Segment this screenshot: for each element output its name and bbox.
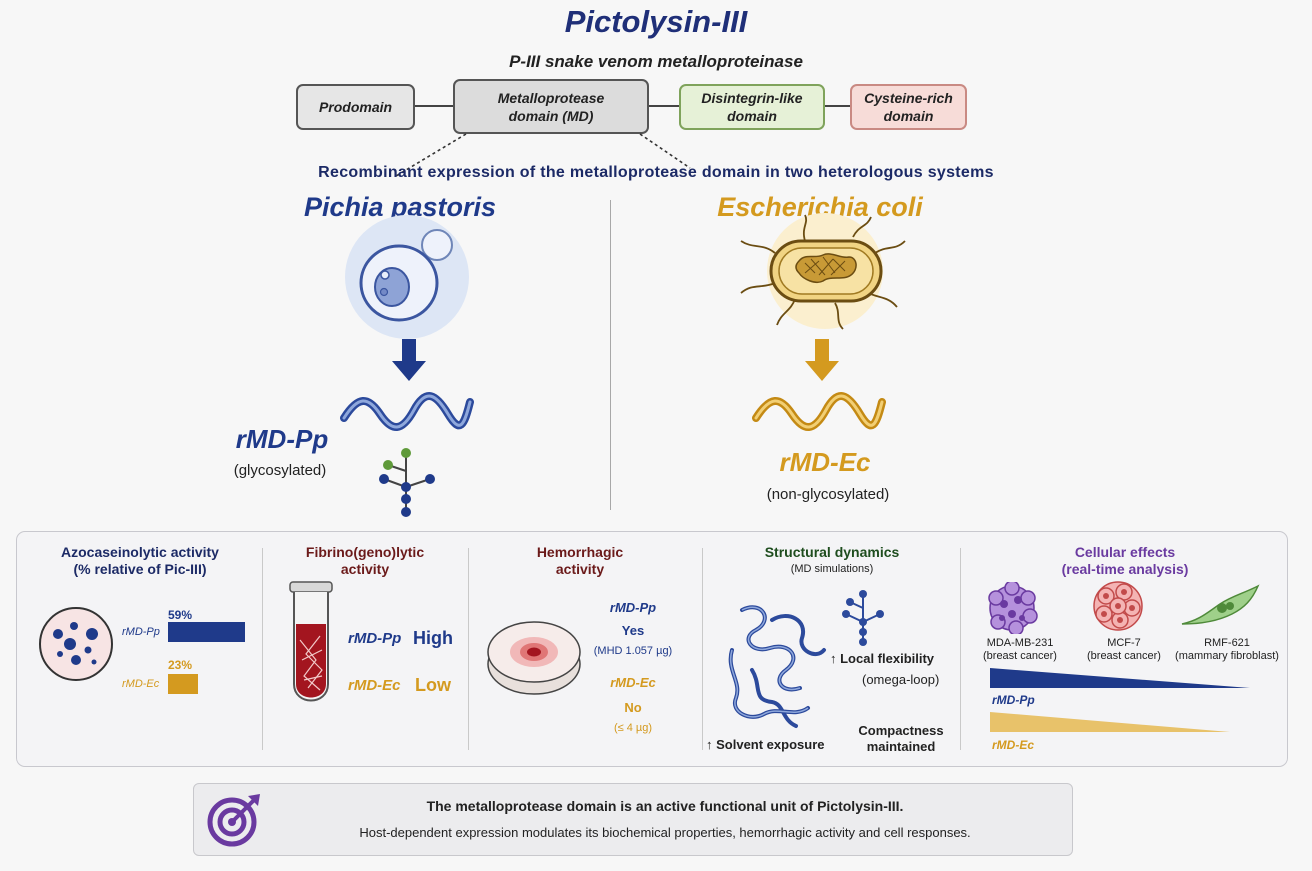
pichia-arrow-icon — [392, 339, 426, 381]
panel-divider — [702, 548, 703, 750]
skin-sample-icon — [487, 621, 581, 695]
cellular-title-line1: Cellular effects — [1074, 544, 1176, 560]
structural-omega-loop: (omega-loop) — [862, 672, 940, 687]
pichia-protein-ribbon-icon — [340, 392, 474, 431]
structural-local-flexibility: ↑ Local flexibility — [830, 651, 935, 666]
hemo-title: Hemorrhagic activity — [490, 544, 670, 578]
structural-subtitle: (MD simulations) — [790, 563, 874, 575]
hemo-pp-value: Yes — [621, 623, 645, 638]
azo-pp-label: rMD-Pp — [122, 626, 160, 638]
metalloprotease-domain-box: Metalloprotease domain (MD) — [453, 79, 649, 134]
hemo-ec-detail: (≤ 4 µg) — [613, 722, 653, 734]
page-subtitle: P-III snake venom metalloproteinase — [509, 52, 803, 71]
rmf-621-cell-icon — [1181, 584, 1260, 625]
bacterium-icon — [740, 213, 906, 330]
hemo-title-line2: activity — [555, 561, 605, 577]
structural-compactness: Compactness maintained — [846, 723, 956, 755]
domain-connector — [824, 105, 850, 107]
azo-pp-value: 59% — [168, 608, 193, 622]
structural-glycan-icon — [842, 590, 884, 646]
azo-title-line2: (% relative of Pic-III) — [73, 561, 207, 577]
azo-pp-bar — [168, 622, 245, 642]
hemo-pp-label: rMD-Pp — [609, 600, 657, 615]
azo-ec-bar — [168, 674, 198, 694]
glycan-icon — [379, 448, 435, 517]
structural-compactness-line1: Compactness — [858, 723, 944, 738]
hemo-ec-value: No — [624, 700, 642, 715]
cell-type-rmf621: (mammary fibroblast) — [1175, 650, 1279, 662]
structural-compactness-line2: maintained — [866, 739, 936, 754]
cell-name-rmf621: RMF-621 — [1204, 637, 1250, 649]
cell-type-mcf7: (breast cancer) — [1087, 650, 1161, 662]
ecoli-product-label: rMD-Ec — [779, 447, 871, 477]
hemo-pp-detail: (MHD 1.057 µg) — [593, 645, 673, 657]
azo-title-line1: Azocaseinolytic activity — [61, 544, 219, 560]
ecoli-arrow-icon — [805, 339, 839, 381]
cysteine-rich-domain-box: Cysteine-rich domain — [850, 84, 967, 130]
test-tube-icon — [289, 581, 333, 702]
fibrino-pp-label: rMD-Pp — [348, 630, 402, 647]
azo-ec-value: 23% — [168, 658, 193, 672]
summary-box — [193, 783, 1073, 856]
cellular-ec-label: rMD-Ec — [992, 738, 1035, 752]
cell-name-mda: MDA-MB-231 — [986, 637, 1054, 649]
prodomain-label: Prodomain — [318, 99, 393, 115]
structural-title: Structural dynamics — [764, 544, 900, 560]
page-title: Pictolysin-III — [564, 4, 748, 39]
prodomain-box: Prodomain — [296, 84, 415, 130]
protein-structure-icon — [728, 605, 826, 728]
ecoli-protein-ribbon-icon — [752, 392, 886, 431]
fibrino-title-line1: Fibrino(geno)lytic — [305, 544, 425, 560]
cysteine-rich-domain-label: Cysteine-rich domain — [864, 90, 953, 124]
pichia-product-label: rMD-Pp — [235, 424, 329, 454]
cellular-pp-label: rMD-Pp — [992, 693, 1035, 707]
fibrino-title: Fibrino(geno)lytic activity — [270, 544, 460, 578]
fibrino-ec-value: Low — [415, 675, 451, 695]
domain-connector — [414, 105, 454, 107]
cellular-ec-gradient-bar — [990, 712, 1230, 732]
panel-divider — [960, 548, 961, 750]
mda-mb-231-cell-icon — [988, 582, 1038, 634]
cell-name-mcf7: MCF-7 — [1107, 637, 1141, 649]
center-divider — [610, 200, 611, 510]
recombinant-expression-text: Recombinant expression of the metallopro… — [318, 164, 994, 181]
yeast-cell-icon — [345, 215, 469, 339]
disintegrin-domain-label: Disintegrin-like domain — [701, 90, 803, 124]
pichia-product-note: (glycosylated) — [233, 462, 327, 479]
cellular-title-line2: (real-time analysis) — [1061, 561, 1189, 577]
panel-divider — [468, 548, 469, 750]
hemo-ec-label: rMD-Ec — [610, 675, 656, 690]
dotted-connectors — [395, 133, 691, 177]
panel-divider — [262, 548, 263, 750]
mcf-7-cell-icon — [1093, 581, 1143, 631]
fibrino-pp-value: High — [413, 628, 453, 648]
summary-line1: The metalloprotease domain is an active … — [426, 798, 904, 814]
azo-ec-label: rMD-Ec — [122, 678, 160, 690]
azo-title: Azocaseinolytic activity (% relative of … — [30, 544, 250, 578]
disintegrin-domain-box: Disintegrin-like domain — [679, 84, 825, 130]
domain-connector — [648, 105, 680, 107]
azocasein-plate-icon — [39, 607, 113, 681]
fibrino-title-line2: activity — [340, 561, 390, 577]
ecoli-product-note: (non-glycosylated) — [766, 486, 890, 503]
target-icon — [207, 794, 260, 847]
cellular-pp-gradient-bar — [990, 668, 1250, 688]
cell-type-mda: (breast cancer) — [983, 650, 1057, 662]
summary-line2: Host-dependent expression modulates its … — [359, 825, 971, 840]
cellular-title: Cellular effects (real-time analysis) — [990, 544, 1260, 578]
fibrino-ec-label: rMD-Ec — [348, 677, 401, 694]
hemo-title-line1: Hemorrhagic — [536, 544, 624, 560]
metalloprotease-domain-label: Metalloprotease domain (MD) — [497, 89, 605, 124]
structural-solvent-exposure: ↑ Solvent exposure — [706, 737, 825, 752]
